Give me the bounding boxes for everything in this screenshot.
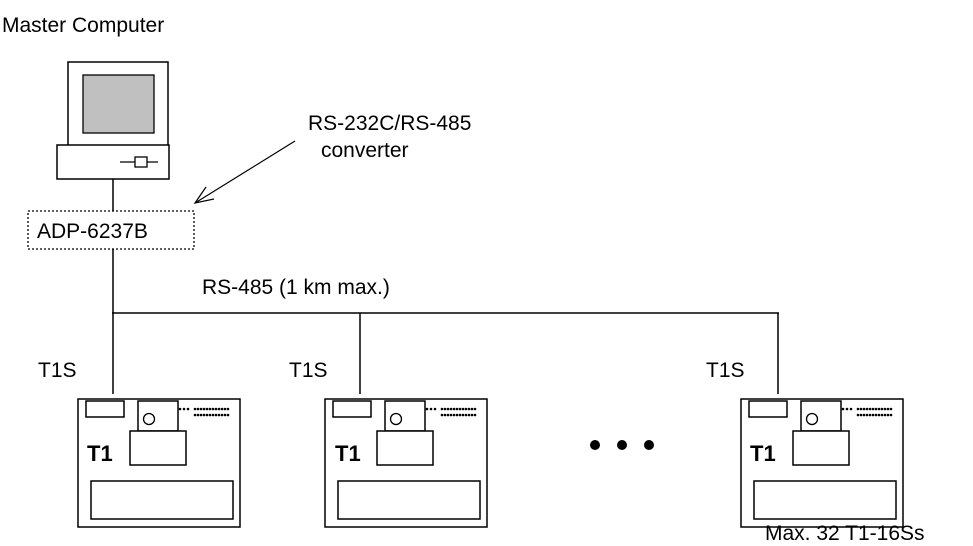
converter-label-line2: converter [321, 139, 409, 162]
port-label-3: T1S [706, 359, 745, 382]
adapter-box [27, 210, 195, 250]
board-label-3: T1 [750, 441, 776, 466]
board-label-2: T1 [335, 441, 361, 466]
board-label-1: T1 [87, 441, 113, 466]
monitor-icon [67, 61, 169, 155]
converter-label-line1: RS-232C/RS-485 [308, 112, 471, 135]
port-label-2: T1S [289, 359, 328, 382]
callout-arrow [193, 140, 296, 204]
bus-label: RS-485 (1 km max.) [202, 276, 390, 299]
master-computer-label: Master Computer [2, 14, 164, 37]
port-label-1: T1S [38, 359, 77, 382]
computer-case-icon [56, 144, 170, 180]
ellipsis-dots [590, 440, 654, 450]
max-devices-note: Max. 32 T1-16Ss [765, 522, 925, 545]
adapter-label: ADP-6237B [37, 220, 148, 243]
